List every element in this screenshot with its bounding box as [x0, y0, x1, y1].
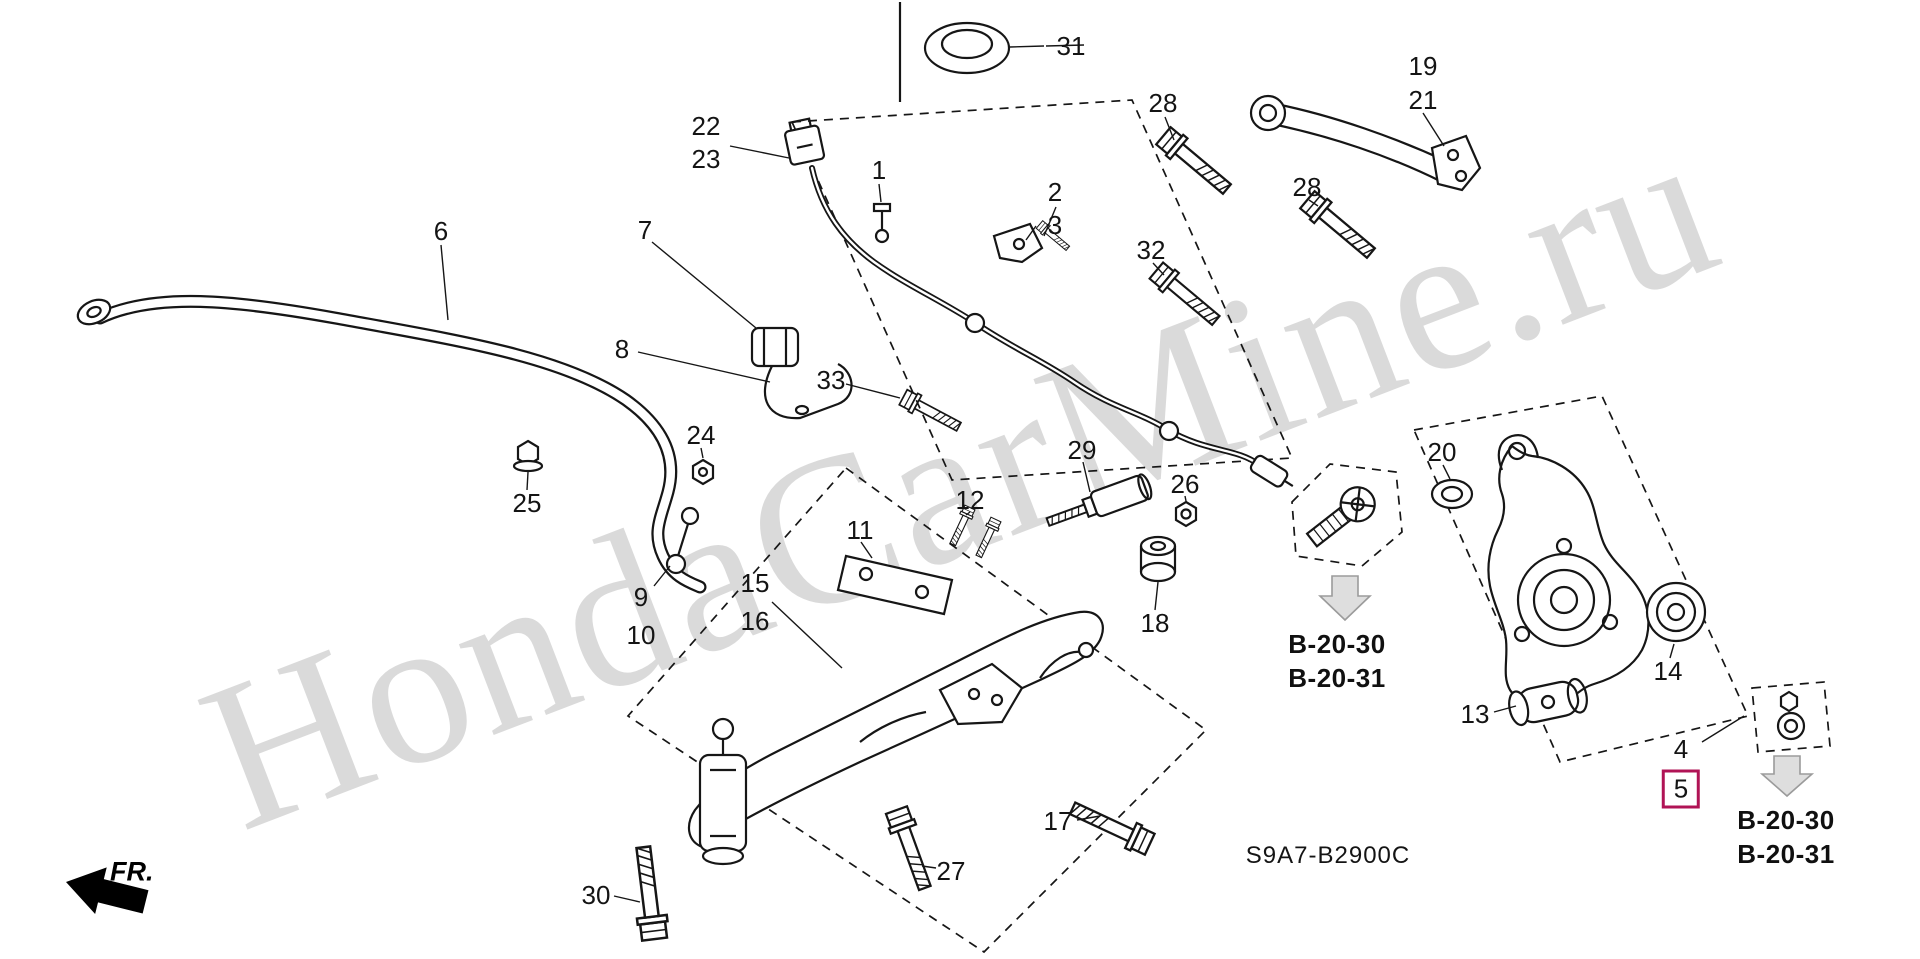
callout-part-24[interactable]: 24	[686, 420, 716, 450]
callout-part-10[interactable]: 10	[626, 620, 656, 650]
callout-part-6[interactable]: 6	[433, 216, 449, 246]
callout-part-28b[interactable]: 28	[1292, 172, 1322, 202]
diagram-code: S9A7-B2900C	[1245, 842, 1411, 869]
ref-link-b2030-right[interactable]: B-20-30	[1737, 805, 1835, 835]
cv-joint-reference-drawing	[1291, 463, 1403, 622]
callout-part-22[interactable]: 22	[691, 111, 721, 141]
bolt-28a-drawing	[1153, 116, 1237, 201]
callout-part-32[interactable]: 32	[1136, 235, 1166, 265]
stabilizer-nut-drawing	[512, 439, 544, 491]
ref-link-b2030-left[interactable]: B-20-30	[1288, 629, 1386, 659]
callout-part-8[interactable]: 8	[614, 334, 630, 364]
knuckle-assembly-drawing	[1412, 395, 1750, 763]
fr-arrow-icon	[66, 867, 149, 914]
hardware-reference-drawing	[1751, 681, 1831, 798]
callout-part-17[interactable]: 17	[1043, 806, 1073, 836]
callout-part-15[interactable]: 15	[740, 568, 770, 598]
callout-part-27[interactable]: 27	[936, 856, 966, 886]
bolt-30-drawing	[613, 844, 671, 943]
bolt-17-drawing	[1065, 794, 1157, 858]
fr-direction-label: FR.	[110, 856, 154, 887]
stabilizer-bushing-clamp-drawing	[637, 241, 853, 420]
abs-sensor-harness-drawing	[729, 99, 1294, 488]
bushing-18-drawing	[1139, 535, 1177, 611]
callout-part-3[interactable]: 3	[1047, 210, 1063, 240]
callout-part-1[interactable]: 1	[871, 155, 887, 185]
callout-part-5-selected[interactable]: 5	[1661, 769, 1701, 809]
callout-part-18[interactable]: 18	[1140, 608, 1170, 638]
callout-part-26[interactable]: 26	[1170, 469, 1200, 499]
bolt-33-drawing	[845, 383, 965, 437]
callout-part-29[interactable]: 29	[1067, 435, 1097, 465]
leader-lines	[440, 44, 1085, 321]
bolts-12-drawing	[946, 504, 1003, 560]
bolt-27-drawing	[882, 804, 939, 894]
callout-part-23[interactable]: 23	[691, 144, 721, 174]
ref-link-b2031-left[interactable]: B-20-31	[1288, 663, 1386, 693]
callout-part-19[interactable]: 19	[1408, 51, 1438, 81]
callout-part-33[interactable]: 33	[816, 365, 846, 395]
callout-part-16[interactable]: 16	[740, 606, 770, 636]
stabilizer-bar-drawing	[76, 294, 707, 594]
upper-arm-drawing	[1249, 94, 1482, 192]
bolt-32-drawing	[1147, 259, 1225, 332]
callout-part-12[interactable]: 12	[955, 485, 985, 515]
callout-part-4[interactable]: 4	[1673, 734, 1689, 764]
adjust-rod-drawing	[1045, 461, 1153, 528]
bolt-28b-drawing	[1297, 188, 1381, 265]
callout-part-21[interactable]: 21	[1408, 85, 1438, 115]
lower-arm-assembly-drawing	[626, 466, 1208, 954]
bracket-11-drawing	[836, 541, 954, 616]
callout-part-9[interactable]: 9	[633, 582, 649, 612]
callout-part-31[interactable]: 31	[1056, 31, 1086, 61]
callout-part-2[interactable]: 2	[1047, 177, 1063, 207]
callout-part-25[interactable]: 25	[512, 488, 542, 518]
callout-part-28a[interactable]: 28	[1148, 88, 1178, 118]
grommet-drawing	[898, 2, 1045, 102]
ref-link-b2031-right[interactable]: B-20-31	[1737, 839, 1835, 869]
callout-part-7[interactable]: 7	[637, 215, 653, 245]
callout-part-30[interactable]: 30	[581, 880, 611, 910]
callout-part-11[interactable]: 11	[846, 515, 874, 545]
nut-26-drawing	[1174, 495, 1198, 528]
callout-part-20[interactable]: 20	[1427, 437, 1457, 467]
callout-part-13[interactable]: 13	[1460, 699, 1490, 729]
callout-part-14[interactable]: 14	[1653, 656, 1683, 686]
stabilizer-link-drawing	[653, 447, 715, 587]
